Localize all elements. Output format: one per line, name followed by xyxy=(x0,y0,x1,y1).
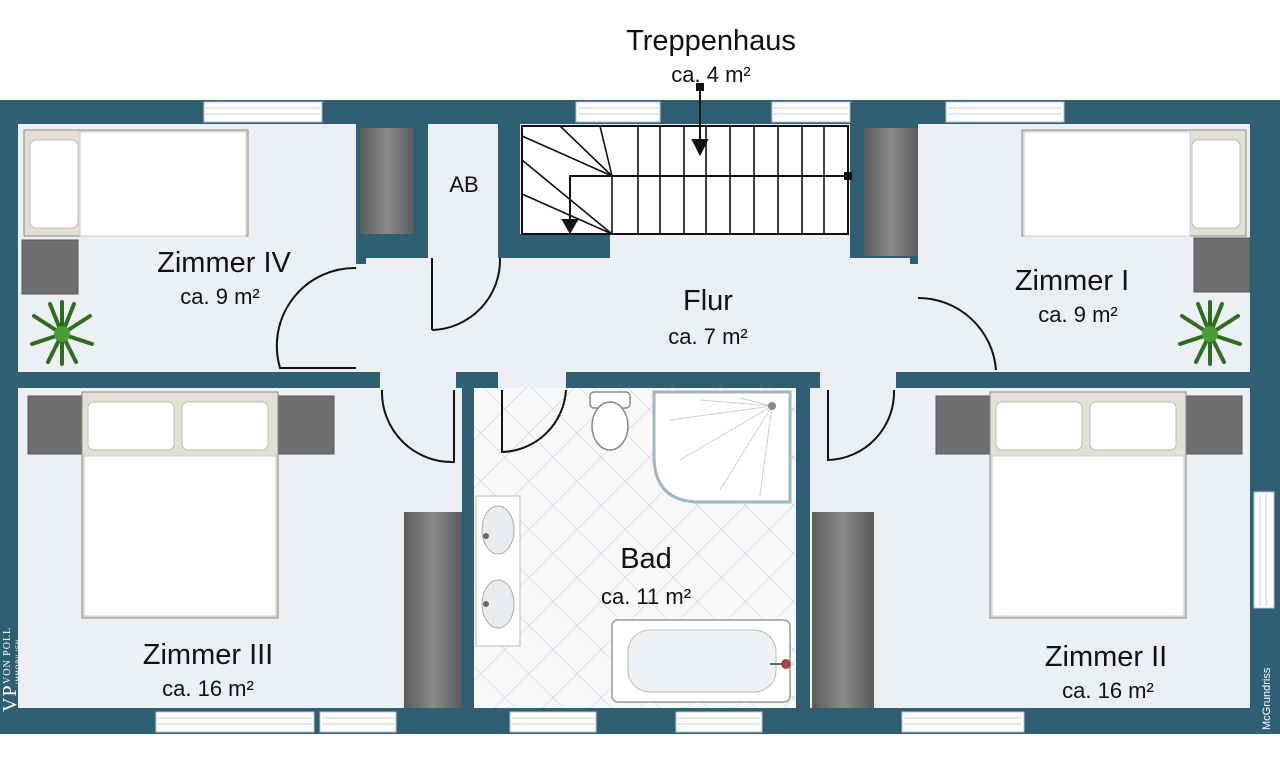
door-zimmer-ii xyxy=(827,389,896,462)
room-area-treppenhaus: ca. 4 m² xyxy=(671,62,750,87)
nightstand-icon xyxy=(1185,395,1243,455)
plant-icon xyxy=(1178,300,1242,366)
door-bad xyxy=(501,389,567,454)
nightstand-icon xyxy=(935,395,993,455)
staircase xyxy=(521,83,852,235)
room-name-zimmer-ii: Zimmer II xyxy=(1045,641,1167,673)
logo: VP VON POLL IMMOBILIEN xyxy=(0,627,22,712)
room-name-zimmer-iv: Zimmer IV xyxy=(157,247,291,279)
plant-icon xyxy=(30,300,94,366)
nightstand-icon xyxy=(21,239,79,295)
floor-ab xyxy=(428,124,498,234)
bed-icon xyxy=(23,129,249,237)
nightstand-icon xyxy=(27,395,85,455)
window xyxy=(771,101,851,123)
nightstand-icon xyxy=(277,395,335,455)
bed-icon xyxy=(81,391,279,619)
wardrobe-icon xyxy=(864,128,918,256)
sink-icon xyxy=(475,495,521,647)
room-name-bad: Bad xyxy=(620,543,672,575)
door-zimmer-iv xyxy=(275,266,357,369)
room-name-zimmer-iii: Zimmer III xyxy=(143,639,274,671)
window xyxy=(319,711,397,733)
wardrobe-icon xyxy=(404,512,462,708)
shower-icon xyxy=(652,390,792,504)
room-area-zimmer-iv: ca. 9 m² xyxy=(180,284,259,309)
window xyxy=(675,711,763,733)
bathtub-icon xyxy=(611,619,791,703)
wardrobe-icon xyxy=(812,512,874,708)
door-zimmer-i xyxy=(917,296,997,371)
bed-icon xyxy=(989,391,1187,619)
nightstand-icon xyxy=(1193,237,1251,293)
room-labels: Treppenhaus ca. 4 m² AB Zimmer IV ca. 9 … xyxy=(143,25,1167,703)
credit-text: McGrundriss xyxy=(1261,667,1273,730)
logo-name: VON POLL xyxy=(2,627,13,684)
toilet-icon xyxy=(589,391,631,451)
room-area-flur: ca. 7 m² xyxy=(668,324,747,349)
window xyxy=(203,101,323,123)
doors xyxy=(275,257,997,464)
bed-icon xyxy=(1021,129,1247,237)
stair-direction-arrow xyxy=(561,83,852,234)
floor-flur xyxy=(366,258,910,372)
window xyxy=(155,711,315,733)
room-name-treppenhaus: Treppenhaus xyxy=(626,25,796,57)
window xyxy=(509,711,597,733)
window xyxy=(945,101,1065,123)
room-area-zimmer-iii: ca. 16 m² xyxy=(162,676,254,701)
room-name-flur: Flur xyxy=(683,285,733,317)
door-zimmer-iii xyxy=(380,389,455,464)
room-area-zimmer-ii: ca. 16 m² xyxy=(1062,678,1154,703)
room-name-ab: AB xyxy=(449,172,478,197)
windows xyxy=(155,101,1275,733)
window xyxy=(1253,491,1275,609)
window xyxy=(575,101,661,123)
door-ab xyxy=(431,257,502,331)
room-area-zimmer-i: ca. 9 m² xyxy=(1038,302,1117,327)
door-openings xyxy=(356,264,918,388)
window xyxy=(901,711,1025,733)
wardrobe-icon xyxy=(360,128,414,234)
room-area-bad: ca. 11 m² xyxy=(601,584,691,609)
logo-letters: VP xyxy=(0,684,21,712)
logo-sub: IMMOBILIEN xyxy=(16,639,22,684)
room-name-zimmer-i: Zimmer I xyxy=(1015,265,1129,297)
